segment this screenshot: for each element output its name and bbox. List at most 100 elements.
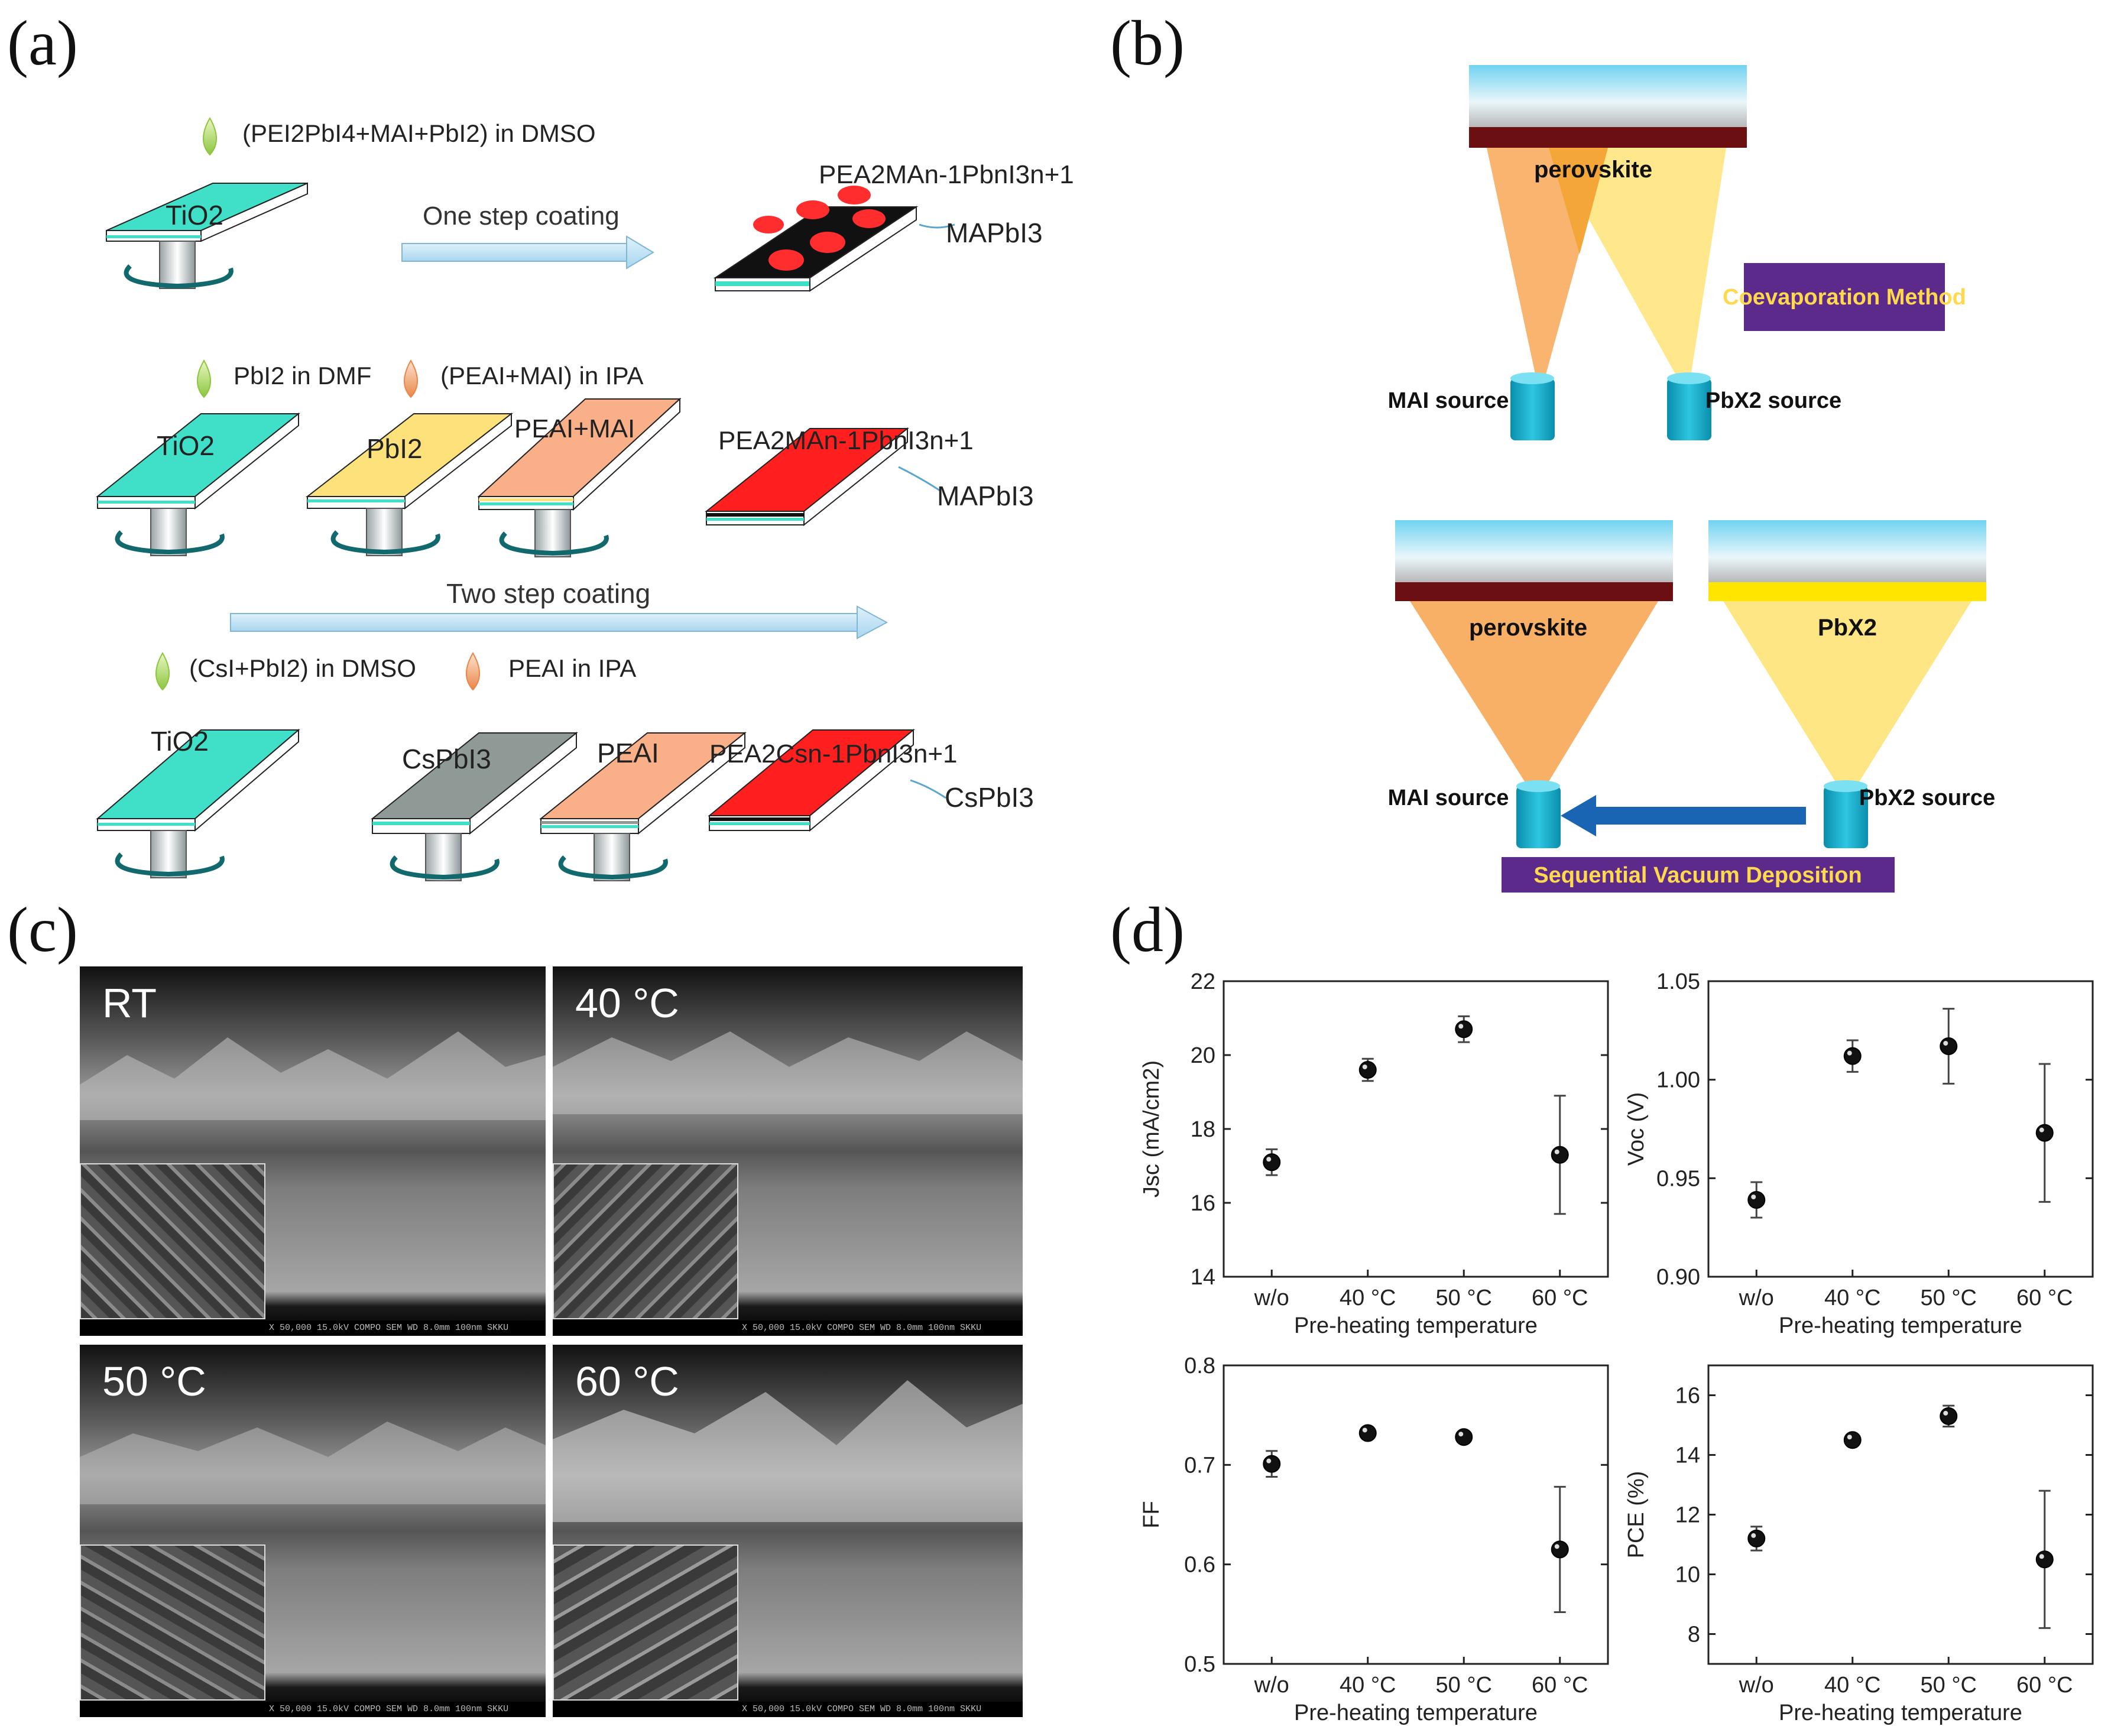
data-point-highlight [1943,1410,1948,1416]
sem-footer: X 50,000 15.0kV COMPO SEM WD 8.0mm 100nm… [553,1702,1023,1717]
x-tick-label: 50 °C [1921,1286,1977,1310]
sem-footer: X 50,000 15.0kV COMPO SEM WD 8.0mm 100nm… [553,1320,1023,1336]
y-tick-label: 0.7 [1184,1453,1215,1478]
product-plate-1 [713,186,919,292]
rotation-arrow-icon [558,855,668,880]
x-tick-label: 50 °C [1436,1286,1492,1310]
row2-solution2: (PEAI+MAI) in IPA [440,362,644,390]
plot-frame [1223,1364,1609,1665]
row2-product: PEA2MAn-1PbnI3n+1 [718,426,974,455]
x-tick-label: 50 °C [1921,1673,1977,1698]
sem-footer: X 50,000 15.0kV COMPO SEM WD 8.0mm 100nm… [80,1320,546,1336]
sem-temp-label: 50 °C [102,1358,206,1404]
x-axis-label: Pre-heating temperature [1294,1313,1538,1338]
data-point [1551,1146,1569,1164]
coevap-method-label: Coevaporation Method [1723,285,1966,310]
mai-source-label-2: MAI source [1388,786,1509,810]
sequential-label: Sequential Vacuum Deposition [1533,863,1862,888]
tio2-substrate: TiO2 [96,726,300,832]
y-tick-label: 1.05 [1656,969,1700,994]
data-point [1747,1191,1766,1209]
pbx2-source-icon [1667,378,1711,440]
two-step-arrow [230,613,858,632]
panel-c-sem-grid: RT X 50,000 15.0kV COMPO SEM WD 8.0mm 10… [80,966,1023,1717]
row3-product: PEA2Csn-1PbnI3n+1 [709,739,958,768]
sem-footer: X 50,000 15.0kV COMPO SEM WD 8.0mm 100nm… [80,1702,546,1717]
data-point-highlight [1458,1024,1464,1029]
x-tick-label: 60 °C [2016,1286,2073,1310]
coevaporation-diagram: perovskite MAI source PbX2 source Coevap… [1388,65,1966,440]
data-point-highlight [1943,1041,1948,1046]
sem-topview-inset [80,1544,265,1701]
x-tick-label: w/o [1254,1286,1289,1310]
pbx2-source-label-2: PbX2 source [1859,786,1995,810]
panel-label-a: (a) [7,8,78,79]
panel-label-b: (b) [1110,8,1185,79]
spin-chuck-icon [425,833,462,881]
peai-mai-plate: PEAI+MAI [477,397,682,511]
row1-product: PEA2MAn-1PbnI3n+1 [819,160,1074,189]
y-axis-label: Voc (V) [1624,1092,1649,1166]
perovskite-label: perovskite [1534,157,1652,183]
y-tick-label: 10 [1675,1563,1700,1588]
rotation-arrow-icon [499,531,609,556]
data-point-highlight [1847,1050,1852,1056]
data-point-highlight [1458,1432,1464,1437]
one-step-arrow [401,243,627,262]
drop-green-icon [155,652,170,691]
y-tick-label: 14 [1675,1443,1700,1468]
data-point [1455,1020,1473,1039]
transfer-arrow-icon [1596,807,1806,825]
tio2-label: TiO2 [157,430,215,461]
cspbi3-label: CsPbI3 [402,744,491,774]
y-tick-label: 20 [1191,1043,1215,1068]
substrate-right [1708,520,1986,582]
drop-green-icon [203,117,217,156]
data-point [2035,1124,2054,1142]
sem-image-50c: 50 °C X 50,000 15.0kV COMPO SEM WD 8.0mm… [80,1345,546,1717]
peai-label: PEAI [597,738,659,768]
pbi2-plate: PbI2 [306,412,513,510]
row2-product2: MAPbI3 [937,481,1034,511]
x-tick-label: w/o [1254,1673,1289,1698]
y-tick-label: 12 [1675,1503,1700,1528]
peai-mai-label: PEAI+MAI [514,414,635,443]
y-tick-label: 8 [1688,1623,1700,1647]
y-tick-label: 0.5 [1184,1652,1215,1677]
y-tick-label: 18 [1191,1117,1215,1142]
panel-a-schematic: (PEI2PbI4+MAI+PbI2) in DMSO TiO2 One ste… [96,117,1074,881]
data-point-highlight [2039,1127,2044,1133]
y-tick-label: 22 [1191,969,1215,994]
data-point-highlight [1847,1435,1852,1440]
row3-solution2: PEAI in IPA [508,654,636,682]
sem-image-rt: RT X 50,000 15.0kV COMPO SEM WD 8.0mm 10… [80,966,546,1336]
sem-image-40c: 40 °C X 50,000 15.0kV COMPO SEM WD 8.0mm… [553,966,1023,1336]
spin-chuck-icon [150,508,187,556]
tio2-substrate: TiO2 [106,182,308,242]
spin-chuck-icon [366,508,403,556]
sem-temp-label: RT [102,980,157,1026]
mai-source-icon [1516,786,1561,848]
sem-temp-label: 60 °C [575,1358,679,1404]
x-axis-label: Pre-heating temperature [1294,1701,1538,1725]
data-point-highlight [1554,1544,1559,1549]
substrate-left [1395,520,1673,582]
data-point-highlight [1751,1195,1756,1199]
row3: (CsI+PbI2) in DMSO PEAI in IPA TiO2 CsPb… [96,652,1034,881]
x-tick-label: 40 °C [1340,1673,1396,1698]
x-tick-label: 50 °C [1436,1673,1492,1698]
row2-solution1: PbI2 in DMF [234,362,371,390]
y-tick-label: 14 [1191,1265,1215,1290]
data-point-highlight [1751,1533,1756,1538]
spin-chuck-icon [159,241,196,289]
data-point [1940,1037,1958,1055]
sequential-diagram: perovskite PbX2 MAI source PbX2 source S… [1388,520,1995,893]
cspbi3-plate: CsPbI3 [371,731,578,835]
x-tick-label: 40 °C [1824,1286,1880,1310]
panel-label-d: (d) [1110,895,1185,965]
data-point-highlight [1362,1065,1367,1069]
